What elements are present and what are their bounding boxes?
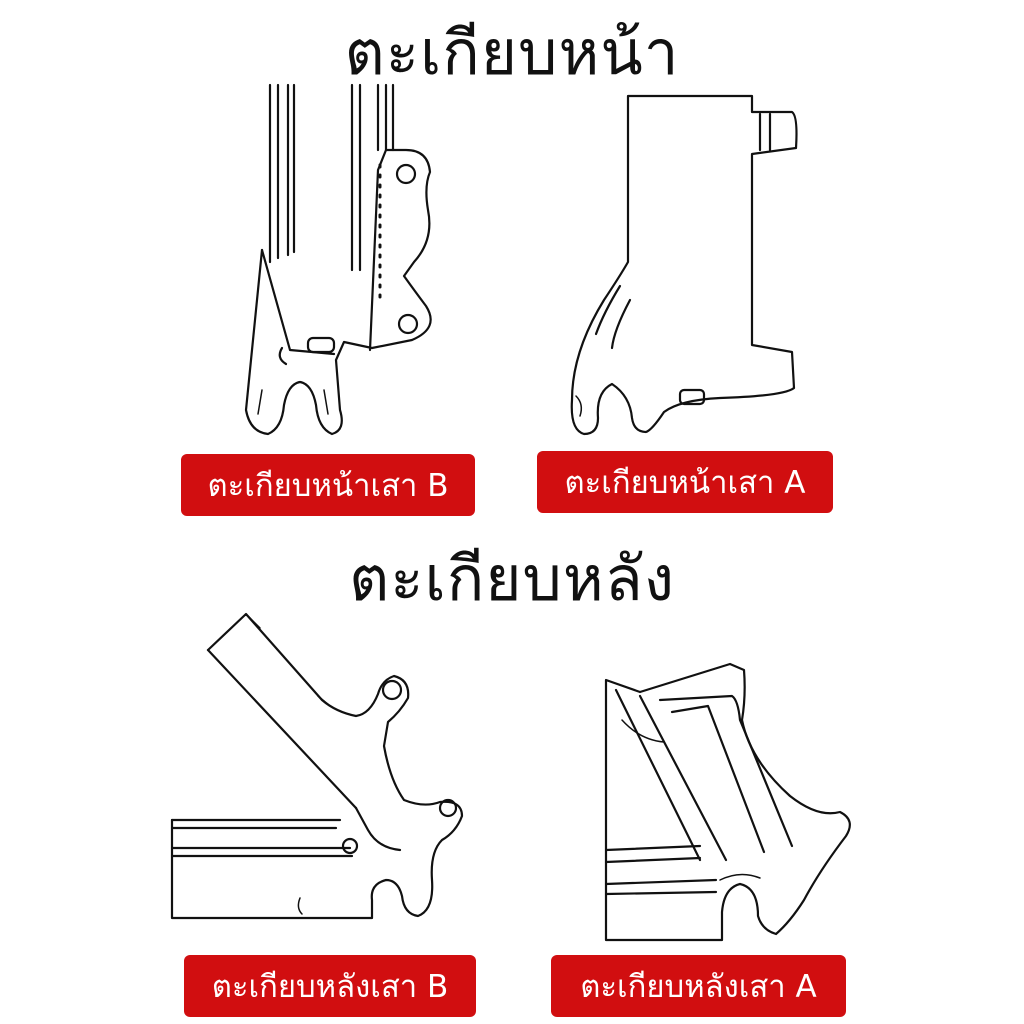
rear-fork-a-label: ตะเกียบหลังเสา A [551,955,846,1017]
front-fork-a-label: ตะเกียบหน้าเสา A [537,451,833,513]
front-fork-b-drawing [244,83,432,436]
front-fork-heading: ตะเกียบหน้า [344,16,680,89]
rear-fork-a-drawing [604,662,851,942]
rear-fork-heading: ตะเกียบหลัง [348,542,676,615]
rear-fork-b-label: ตะเกียบหลังเสา B [184,955,476,1017]
rear-fork-b-drawing [170,612,464,920]
front-fork-b-label: ตะเกียบหน้าเสา B [181,454,475,516]
front-fork-a-drawing [570,94,798,436]
